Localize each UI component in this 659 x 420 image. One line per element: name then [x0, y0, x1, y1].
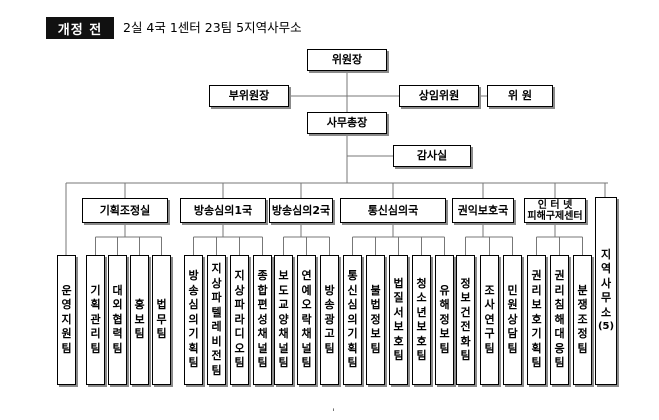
- vice-chair-box: 부위원장: [209, 85, 289, 107]
- standing-member-box: 상임위원: [399, 85, 479, 107]
- secretary-general-box: 사무총장: [307, 112, 387, 134]
- revision-before-tag: 개정 전: [46, 17, 114, 39]
- unit-header-line: 인 터 넷: [537, 199, 573, 211]
- member-box: 위 원: [487, 85, 553, 107]
- unit-header-line: 피해구제센터: [527, 210, 583, 222]
- unit-header-5: 권익보호국: [452, 198, 514, 223]
- page-mark: ˈ: [332, 408, 335, 419]
- audit-box: 감사실: [393, 145, 471, 167]
- unit-header-2: 방송심의1국: [180, 198, 266, 223]
- unit-header-1: 기획조정실: [82, 198, 168, 223]
- organization-summary: 2실 4국 1센터 23팀 5지역사무소: [123, 20, 302, 35]
- unit-header-4: 통신심의국: [340, 198, 446, 223]
- chair-box: 위원장: [307, 49, 387, 71]
- unit-header-3: 방송심의2국: [269, 198, 333, 223]
